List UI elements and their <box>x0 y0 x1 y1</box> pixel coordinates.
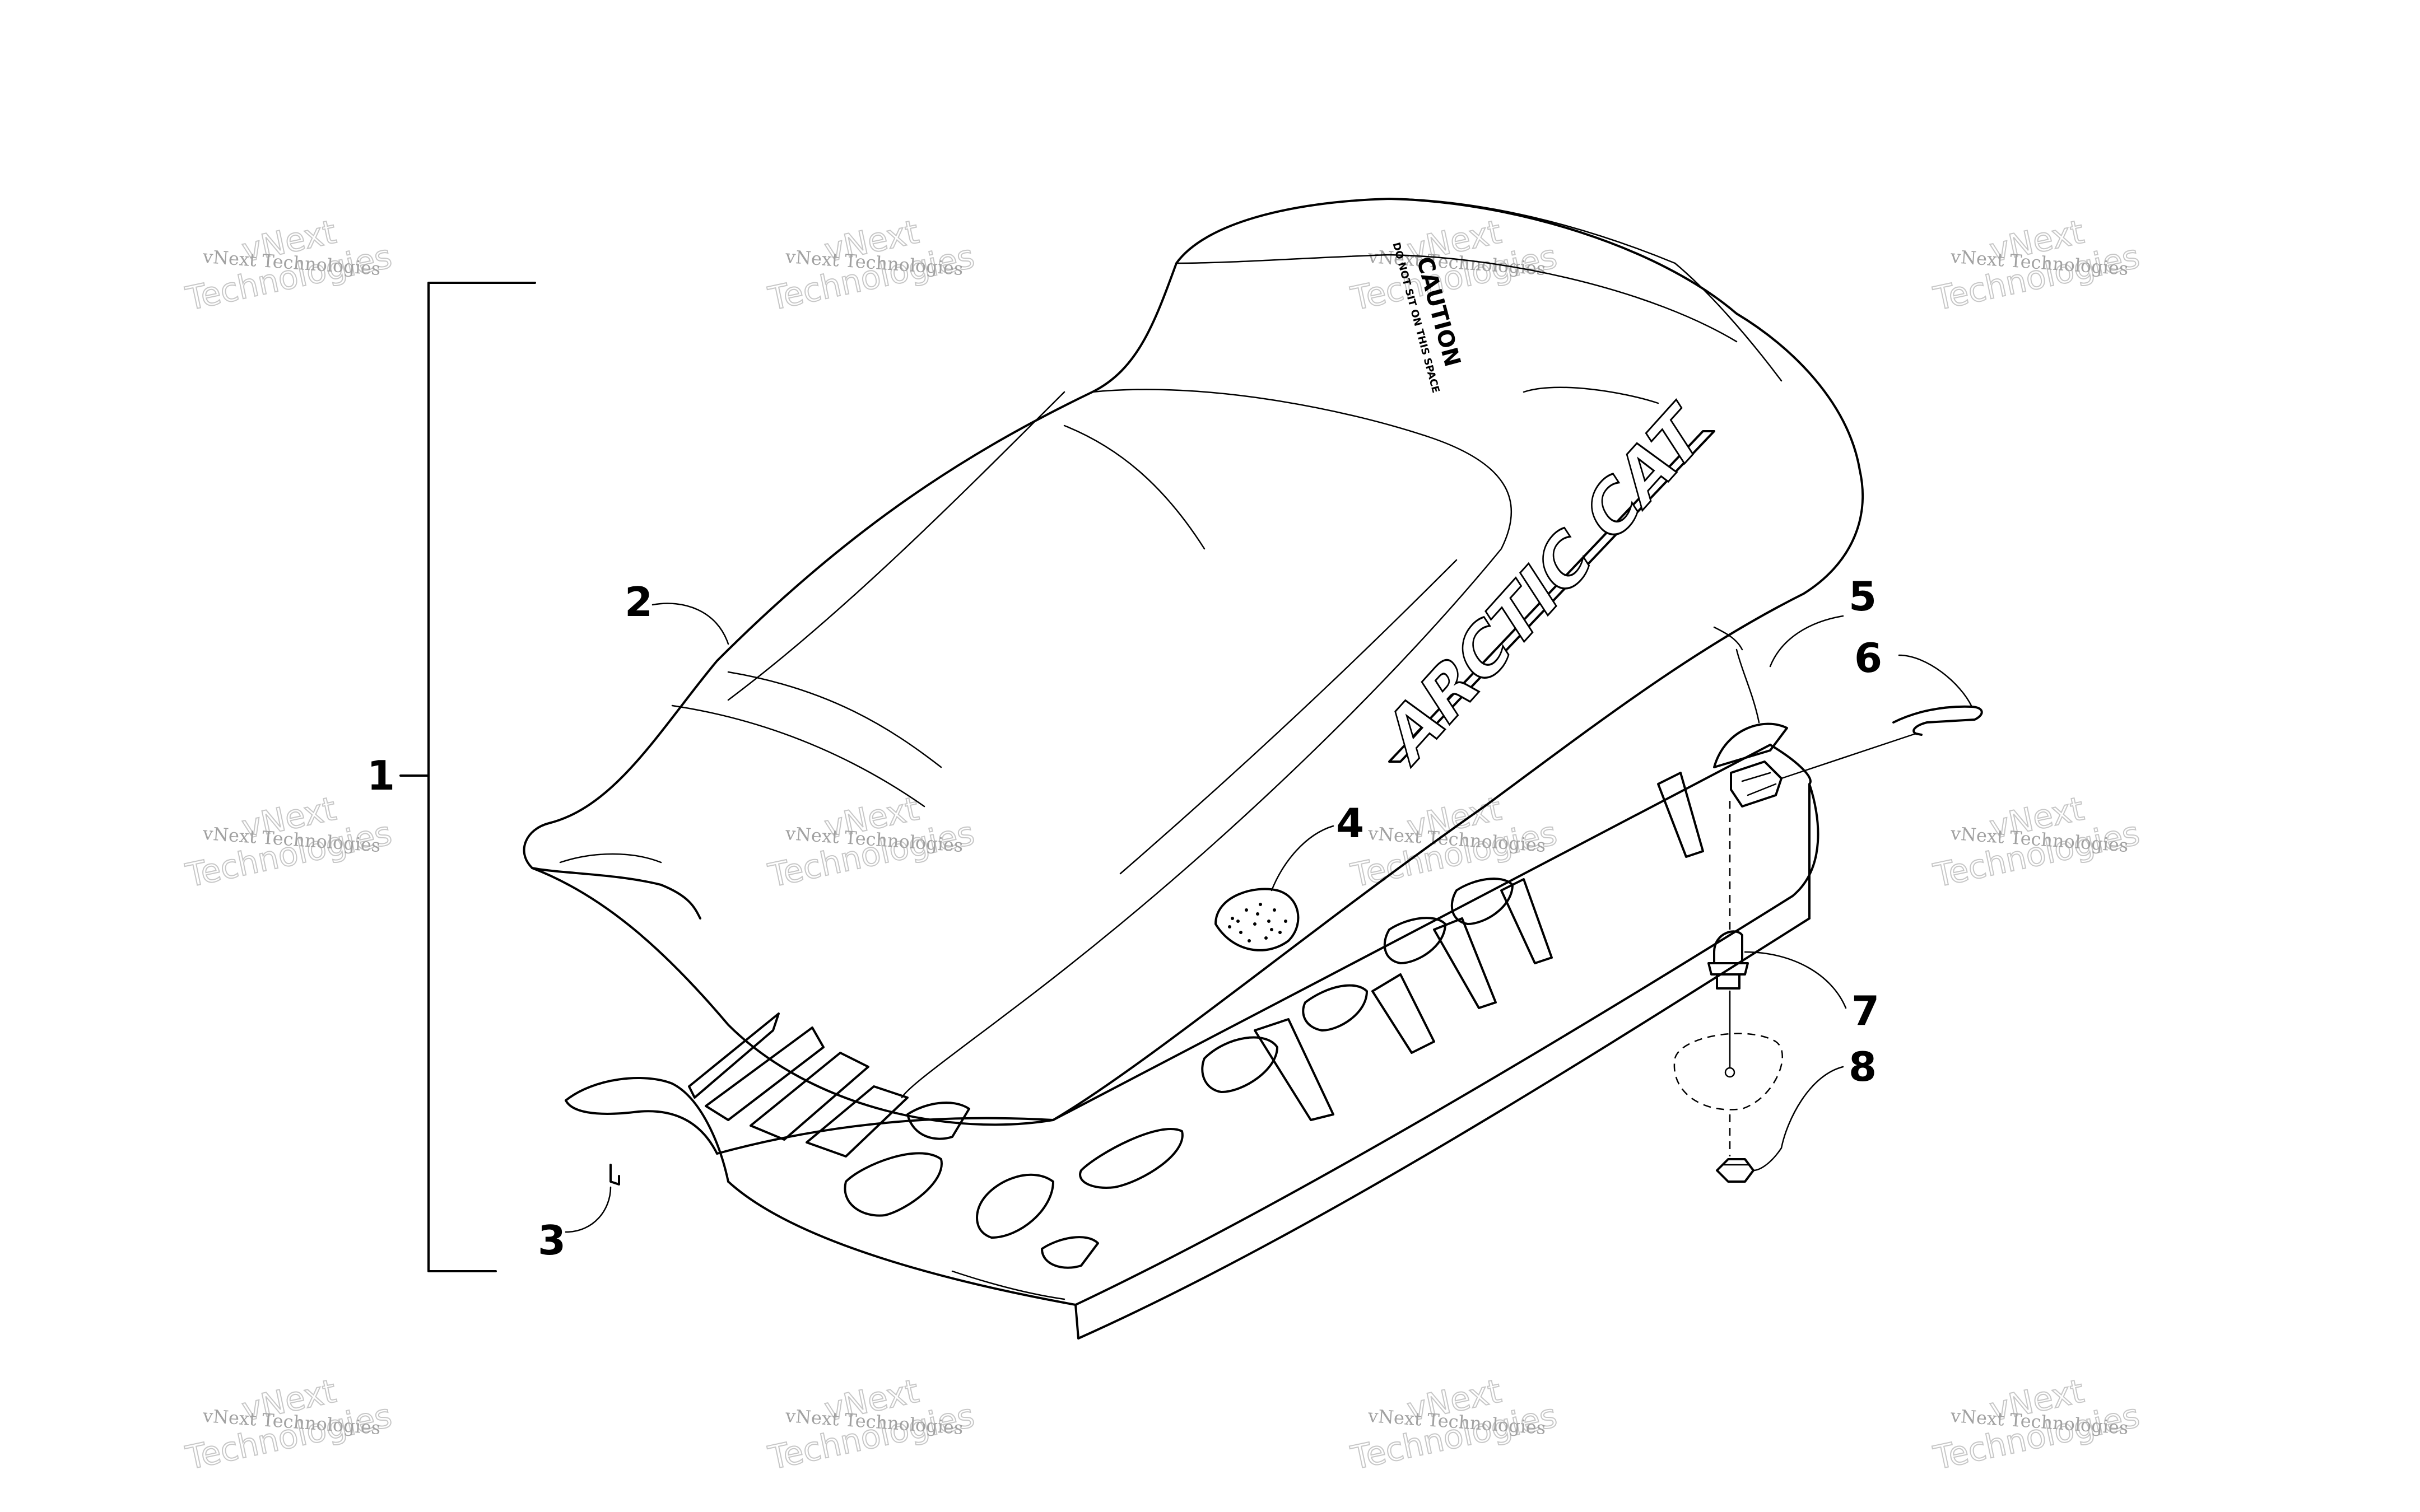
callout-6: 6 <box>1854 634 1882 682</box>
foam-dot <box>1253 922 1256 926</box>
brand-decal-text: ARCTIC CAT <box>1375 388 1713 782</box>
callout-5: 5 <box>1849 573 1877 620</box>
foam-dot <box>1228 925 1231 928</box>
foam-pad <box>1214 888 1300 951</box>
leader-lines <box>399 282 1973 1272</box>
foam-dot <box>1256 912 1259 916</box>
foam-dot <box>1248 939 1251 942</box>
callout-labels: 1 2 3 4 5 6 7 8 <box>367 573 1882 1264</box>
front-clip <box>609 1164 620 1186</box>
foam-dot <box>1231 917 1234 920</box>
foam-dot <box>1284 920 1287 923</box>
callout-3: 3 <box>538 1217 566 1264</box>
foam-dot <box>1259 903 1262 906</box>
foam-dot <box>1264 936 1268 940</box>
foam-dot <box>1273 908 1276 912</box>
seat-cover <box>523 198 1864 1126</box>
hook-clip <box>1892 705 1983 736</box>
stud <box>1707 930 1749 990</box>
mounting-pad <box>1673 1033 1783 1110</box>
callout-7: 7 <box>1851 987 1879 1034</box>
foam-dot <box>1267 920 1270 923</box>
foam-dot <box>1245 908 1248 912</box>
foam-dot <box>1236 920 1240 923</box>
callout-4: 4 <box>1336 800 1364 847</box>
foam-dot <box>1239 931 1242 934</box>
foam-dot <box>1278 931 1282 934</box>
seat-base <box>565 722 1819 1340</box>
foam-dot <box>1270 928 1273 931</box>
callout-2: 2 <box>625 578 653 626</box>
callout-1: 1 <box>367 752 395 799</box>
latch-assembly <box>1730 732 1917 808</box>
callout-8: 8 <box>1849 1043 1877 1090</box>
brand-decal: ARCTIC CAT <box>1375 387 1715 782</box>
nut <box>1716 1158 1755 1183</box>
